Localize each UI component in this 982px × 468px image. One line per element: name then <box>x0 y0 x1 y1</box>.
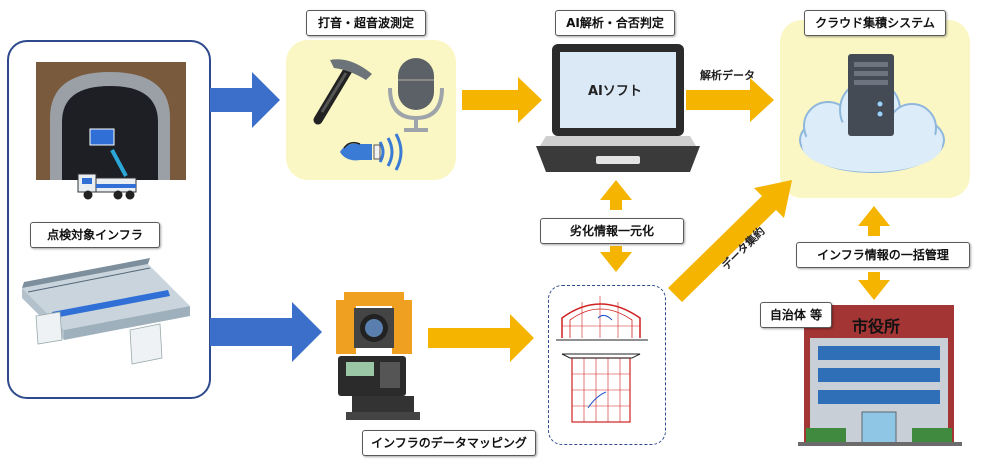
label-cloud-system: クラウド集積システム <box>804 10 946 36</box>
ultrasonic-probe-icon <box>340 133 403 171</box>
label-municipality: 自治体 等 <box>760 302 832 328</box>
bridge-crack-map <box>561 353 641 423</box>
arrow-label-analysis-data: 解析データ <box>700 69 755 82</box>
double-arrow-ai-mapping <box>600 180 632 272</box>
gold-arrow-to-ai <box>462 77 542 123</box>
label-inspection-target: 点検対象インフラ <box>30 222 160 248</box>
laptop-screen-text: AIソフト <box>588 84 642 99</box>
laptop-icon <box>536 44 700 172</box>
bridge-illustration <box>22 258 190 365</box>
tunnel-crack-map <box>556 296 648 341</box>
label-hammer-ultrasonic: 打音・超音波測定 <box>306 10 426 36</box>
truck-icon <box>77 173 137 200</box>
hammer-icon <box>313 59 372 125</box>
gold-arrow-to-mapping <box>428 314 534 362</box>
total-station-icon <box>336 292 420 420</box>
gold-arrow-to-cloud <box>686 78 774 122</box>
city-hall-sign: 市役所 <box>852 317 901 336</box>
label-degradation-unify: 劣化情報一元化 <box>540 218 684 244</box>
double-arrow-cloud-management <box>858 206 890 300</box>
city-hall-building <box>798 305 962 446</box>
blue-arrow-bottom <box>210 302 322 362</box>
label-ai-analysis: AI解析・合否判定 <box>555 10 675 36</box>
tunnel-illustration <box>36 62 186 180</box>
microphone-icon <box>388 58 444 132</box>
data-aggregation-arrow <box>668 180 792 302</box>
server-cloud-icon <box>799 54 945 173</box>
label-infra-management: インフラ情報の一括管理 <box>796 242 970 268</box>
mapping-result-box <box>548 285 666 445</box>
label-infra-mapping: インフラのデータマッピング <box>362 430 536 456</box>
blue-arrow-top <box>210 72 280 128</box>
